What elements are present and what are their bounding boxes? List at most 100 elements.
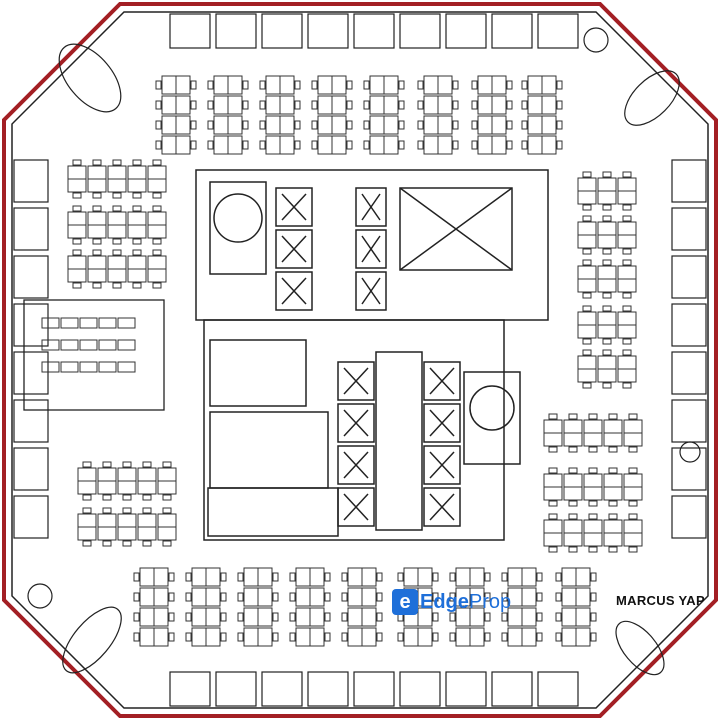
desk bbox=[87, 178, 107, 193]
desk bbox=[491, 115, 507, 135]
training-room-walls bbox=[23, 299, 165, 411]
chair bbox=[152, 159, 162, 166]
chair bbox=[363, 120, 370, 130]
lift-shaft bbox=[423, 445, 461, 485]
chair bbox=[133, 612, 140, 622]
desk bbox=[87, 268, 107, 283]
lift-cross bbox=[429, 451, 455, 479]
chair bbox=[582, 292, 592, 299]
chair bbox=[311, 100, 318, 110]
chair bbox=[122, 461, 132, 468]
service-shaft-cross-b bbox=[399, 187, 513, 271]
chair bbox=[190, 120, 197, 130]
chair bbox=[207, 80, 214, 90]
building-core bbox=[195, 169, 549, 541]
chair bbox=[162, 507, 172, 514]
desk bbox=[521, 607, 537, 627]
staircase-1 bbox=[209, 181, 267, 275]
chair bbox=[207, 140, 214, 150]
office-bottom bbox=[537, 671, 579, 707]
office-right bbox=[671, 447, 707, 491]
chair bbox=[602, 259, 612, 266]
office-bottom bbox=[491, 671, 533, 707]
desk bbox=[383, 115, 399, 135]
chair bbox=[142, 507, 152, 514]
desk bbox=[543, 486, 563, 501]
chair bbox=[294, 80, 301, 90]
desk bbox=[563, 532, 583, 547]
chair bbox=[341, 632, 348, 642]
desk bbox=[541, 75, 557, 95]
desk bbox=[603, 532, 623, 547]
chair bbox=[294, 140, 301, 150]
desk bbox=[227, 135, 243, 155]
desk bbox=[469, 627, 485, 647]
chair bbox=[506, 140, 513, 150]
chair bbox=[568, 413, 578, 420]
chair bbox=[548, 446, 558, 453]
chair bbox=[521, 80, 528, 90]
lift-cross bbox=[429, 493, 455, 521]
chair bbox=[622, 204, 632, 211]
desk bbox=[279, 75, 295, 95]
desk bbox=[361, 607, 377, 627]
chair bbox=[398, 120, 405, 130]
chair bbox=[82, 461, 92, 468]
office-bottom bbox=[169, 671, 211, 707]
office-bottom bbox=[307, 671, 349, 707]
chair bbox=[471, 120, 478, 130]
desk bbox=[383, 135, 399, 155]
corner-table-sw bbox=[62, 606, 122, 674]
chair bbox=[122, 540, 132, 547]
pantry-room bbox=[207, 487, 339, 537]
desk bbox=[583, 432, 603, 447]
chair bbox=[536, 632, 543, 642]
chair bbox=[92, 249, 102, 256]
chair bbox=[506, 80, 513, 90]
chair bbox=[622, 248, 632, 255]
staircase-2-curve bbox=[469, 385, 515, 431]
desk bbox=[623, 532, 643, 547]
desk bbox=[603, 486, 623, 501]
chair bbox=[289, 632, 296, 642]
chair bbox=[376, 612, 383, 622]
chair bbox=[185, 572, 192, 582]
chair bbox=[112, 205, 122, 212]
office-bottom bbox=[445, 671, 487, 707]
chair bbox=[602, 248, 612, 255]
chair bbox=[602, 171, 612, 178]
training-desk bbox=[79, 361, 98, 373]
desk bbox=[577, 368, 597, 383]
chair bbox=[449, 572, 456, 582]
desk bbox=[227, 95, 243, 115]
chair bbox=[132, 192, 142, 199]
desk bbox=[417, 607, 433, 627]
chair bbox=[294, 100, 301, 110]
office-bottom bbox=[353, 671, 395, 707]
chair bbox=[521, 120, 528, 130]
desk bbox=[603, 432, 623, 447]
chair bbox=[398, 100, 405, 110]
chair bbox=[556, 100, 563, 110]
desk bbox=[469, 607, 485, 627]
corner-table-ne bbox=[624, 70, 680, 126]
chair bbox=[588, 413, 598, 420]
chair bbox=[363, 100, 370, 110]
chair bbox=[132, 282, 142, 289]
lift-shaft bbox=[423, 361, 461, 401]
office-left bbox=[13, 495, 49, 539]
desk bbox=[77, 480, 97, 495]
chair bbox=[162, 461, 172, 468]
chair bbox=[324, 632, 331, 642]
chair bbox=[168, 592, 175, 602]
desk bbox=[361, 587, 377, 607]
lift-cross bbox=[361, 277, 381, 305]
chair bbox=[471, 80, 478, 90]
chair bbox=[628, 513, 638, 520]
lift-cross bbox=[343, 493, 369, 521]
office-top bbox=[491, 13, 533, 49]
lift-cross bbox=[281, 235, 307, 263]
chair bbox=[582, 215, 592, 222]
desk bbox=[117, 480, 137, 495]
